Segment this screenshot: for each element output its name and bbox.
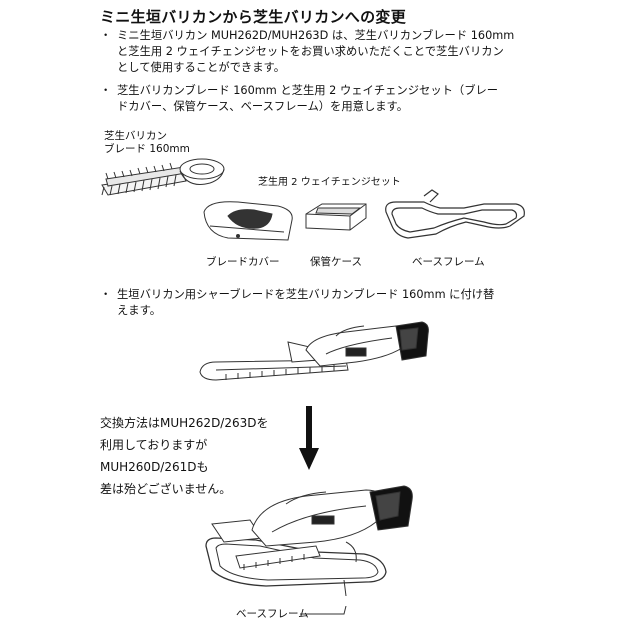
change-set-label: 芝生用 2 ウェイチェンジセット <box>258 177 401 188</box>
trimmer-with-lawn-blade-illustration <box>199 321 429 381</box>
lawn-blade-illustration <box>101 158 225 196</box>
blade-cover-label: ブレードカバー <box>206 256 280 268</box>
bullet-1-line-1: ミニ生垣バリカン MUH262D/MUH263D は、芝生バリカンブレード 16… <box>117 29 515 42</box>
blade-label: 芝生バリカン ブレード 160mm <box>104 130 190 156</box>
assembled-lawn-trimmer-illustration <box>205 485 413 597</box>
blade-label-line-2: ブレード 160mm <box>104 143 190 155</box>
blade-cover-illustration <box>203 201 293 241</box>
page-title: ミニ生垣バリカンから芝生バリカンへの変更 <box>100 8 407 26</box>
label-leader-line <box>300 606 347 615</box>
bullet-1-line-3: として使用することができます。 <box>117 61 285 74</box>
bullet-2-line-1: 芝生バリカンブレード 160mm と芝生用 2 ウェイチェンジセット（ブレー <box>117 84 499 97</box>
bullet-2-line-2: ドカバー、保管ケース、ベースフレーム）を用意します。 <box>117 100 409 113</box>
bullet-item-1: ・ ミニ生垣バリカン MUH262D/MUH263D は、芝生バリカンブレード … <box>100 28 514 76</box>
base-frame-label: ベースフレーム <box>412 256 485 268</box>
note-line-1: 交換方法はMUH262D/263Dを <box>100 416 269 430</box>
bullet-3-line-1: 生垣バリカン用シャーブレードを芝生バリカンブレード 160mm に付け替 <box>117 288 495 301</box>
note-line-4: 差は殆どございません。 <box>100 482 232 496</box>
blade-label-line-1: 芝生バリカン <box>104 130 167 142</box>
down-arrow-icon <box>299 406 319 470</box>
bullet-marker: ・ <box>100 288 112 301</box>
storage-case-label: 保管ケース <box>310 256 362 268</box>
note-line-2: 利用しておりますが <box>100 438 208 452</box>
bullet-1-line-2: と芝生用 2 ウェイチェンジセットをお買い求めいただくことで芝生バリカン <box>117 45 504 58</box>
note-line-3: MUH260D/261Dも <box>100 460 209 474</box>
bullet-3-line-2: えます。 <box>117 304 162 317</box>
bullet-item-2: ・ 芝生バリカンブレード 160mm と芝生用 2 ウェイチェンジセット（ブレー… <box>100 83 498 115</box>
bullet-item-3: ・ 生垣バリカン用シャーブレードを芝生バリカンブレード 160mm に付け替 え… <box>100 287 494 319</box>
base-frame-bottom-label: ベースフレーム <box>236 608 309 620</box>
storage-case-illustration <box>305 203 367 231</box>
bullet-marker: ・ <box>100 84 112 97</box>
compatibility-note: 交換方法はMUH262D/263Dを 利用しておりますが MUH260D/261… <box>100 412 269 500</box>
bullet-marker: ・ <box>100 29 112 42</box>
base-frame-illustration <box>385 189 525 239</box>
